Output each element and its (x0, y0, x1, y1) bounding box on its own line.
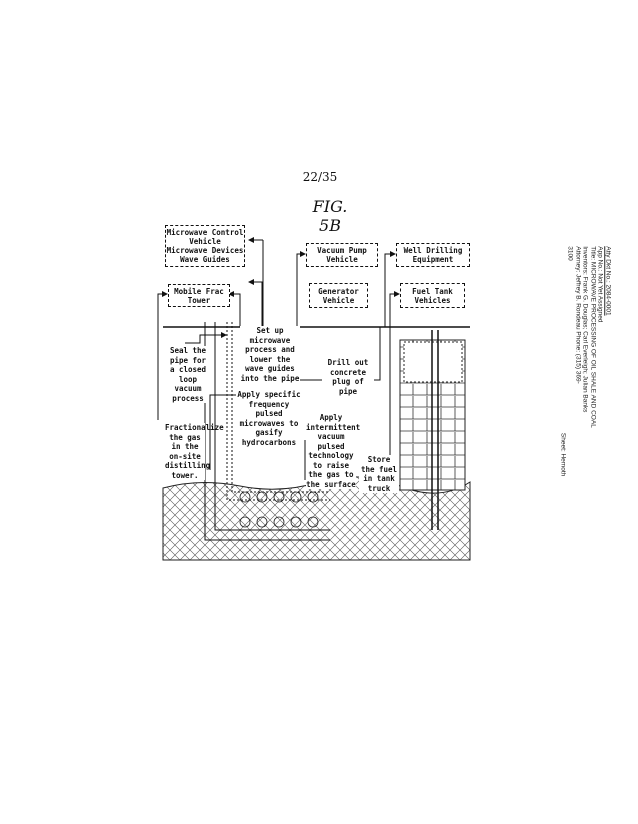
box-line: Wave Guides (180, 255, 230, 264)
box-fuel-tank-vehicles: Fuel Tank Vehicles (400, 283, 465, 308)
microwave-pattern (239, 491, 319, 528)
sheet-identification-text: Atty Dkt No.: 2084-0001 App No.: Not Yet… (559, 246, 612, 477)
box-vacuum-pump-vehicle: Vacuum Pump Vehicle (306, 243, 378, 267)
box-mobile-frac-tower: Mobile Frac Tower (168, 284, 230, 307)
box-generator-vehicle: Generator Vehicle (309, 283, 368, 308)
side-text-line: Attorney: Jeffrey B. Rondeau Phone: (315… (574, 246, 582, 384)
side-text-line: Inventors: Frank G. Douglas; Carl Everle… (581, 246, 589, 413)
label-apply-vacuum: Apply intermittent vacuum pulsed technol… (306, 413, 361, 489)
side-text-sheet: Sheet: Hemoth (559, 432, 567, 477)
label-apply-frequency: Apply specific frequency pulsed microwav… (236, 390, 302, 447)
box-line: Microwave Control Vehicle (166, 228, 244, 246)
label-store-fuel: Store the fuel in tank truck (359, 455, 399, 493)
label-fractionalize: Fractionalize the gas in the on-site dis… (165, 423, 224, 480)
label-seal-pipe: Seal the pipe for a closed loop vacuum p… (168, 346, 208, 403)
side-text-line: App No.: Not Yet Assigned (596, 246, 604, 323)
sheet-number: 22/35 (302, 170, 338, 184)
side-text-line: 3100 (566, 246, 574, 261)
box-well-drilling-equipment: Well Drilling Equipment (396, 243, 470, 267)
label-drill-out: Drill out concrete plug of pipe (322, 358, 374, 396)
box-line: Microwave Devices (166, 246, 244, 255)
figure-label: FIG. 5B (312, 197, 348, 235)
side-text-line: Atty Dkt No.: 2084-0001 (604, 246, 612, 316)
side-text-line: Title: MICROWAVE PROCESSING OF OIL SHALE… (589, 246, 597, 428)
label-setup-microwave: Set up microwave process and lower the w… (240, 326, 300, 383)
